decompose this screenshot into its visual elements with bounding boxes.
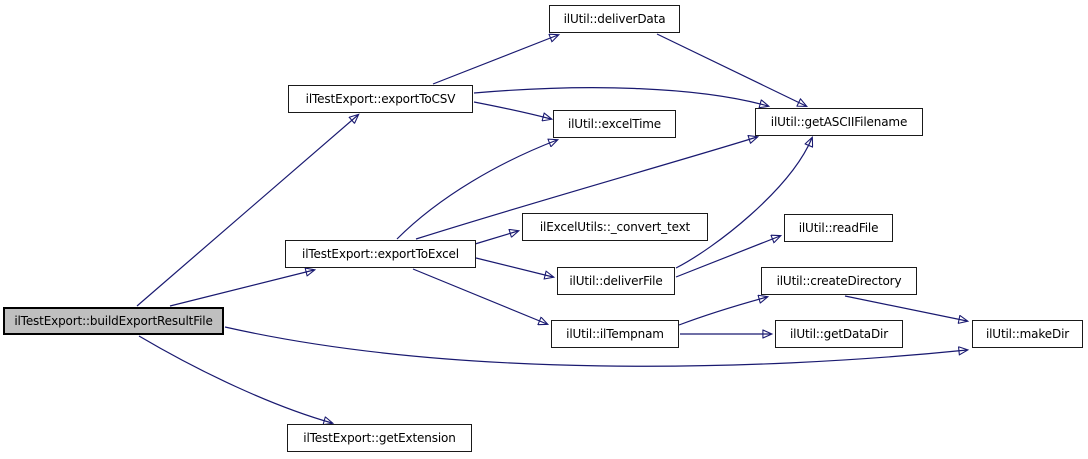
node-il-tempnam[interactable]: ilUtil::ilTempnam xyxy=(551,320,679,348)
edge-iltempnam-to-createdirectory xyxy=(678,297,767,326)
node-convert-text[interactable]: ilExcelUtils::_convert_text xyxy=(522,213,708,241)
edge-deliverfile-to-getasciifilename xyxy=(675,138,812,269)
node-export-to-csv[interactable]: ilTestExport::exportToCSV xyxy=(288,85,473,113)
edge-build-to-makedir xyxy=(224,326,967,367)
edge-exportcsv-to-exceltime xyxy=(473,101,551,119)
edge-exportexcel-to-deliverfile xyxy=(475,257,553,277)
node-excel-time[interactable]: ilUtil::excelTime xyxy=(553,110,676,138)
node-get-data-dir[interactable]: ilUtil::getDataDir xyxy=(775,320,903,348)
edge-exportcsv-to-getasciifilename xyxy=(473,87,768,106)
node-make-dir[interactable]: ilUtil::makeDir xyxy=(972,320,1083,348)
node-deliver-data[interactable]: ilUtil::deliverData xyxy=(549,5,680,33)
edge-deliverdata-to-getasciifilename xyxy=(656,33,806,106)
node-export-to-excel[interactable]: ilTestExport::exportToExcel xyxy=(285,240,476,268)
node-create-directory[interactable]: ilUtil::createDirectory xyxy=(761,267,917,295)
edge-createdirectory-to-makedir xyxy=(844,295,967,321)
edge-deliverfile-to-readfile xyxy=(675,236,780,278)
edge-exportexcel-to-converttext xyxy=(474,231,518,245)
edge-exportcsv-to-deliverdata xyxy=(432,35,558,85)
edge-exportexcel-to-getasciifilename xyxy=(415,137,757,240)
node-get-ascii-filename[interactable]: ilUtil::getASCIIFilename xyxy=(755,108,923,136)
edge-build-to-exportcsv xyxy=(136,115,358,307)
edge-exportexcel-to-iltempnam xyxy=(412,268,547,324)
edge-build-to-getextension xyxy=(138,335,332,423)
edge-exportexcel-to-exceltime xyxy=(396,140,557,240)
edge-build-to-exportexcel xyxy=(169,270,314,307)
node-get-extension[interactable]: ilTestExport::getExtension xyxy=(287,424,472,452)
node-deliver-file[interactable]: ilUtil::deliverFile xyxy=(557,267,675,295)
node-read-file[interactable]: ilUtil::readFile xyxy=(784,214,893,242)
node-build-export-result-file: ilTestExport::buildExportResultFile xyxy=(3,307,224,335)
